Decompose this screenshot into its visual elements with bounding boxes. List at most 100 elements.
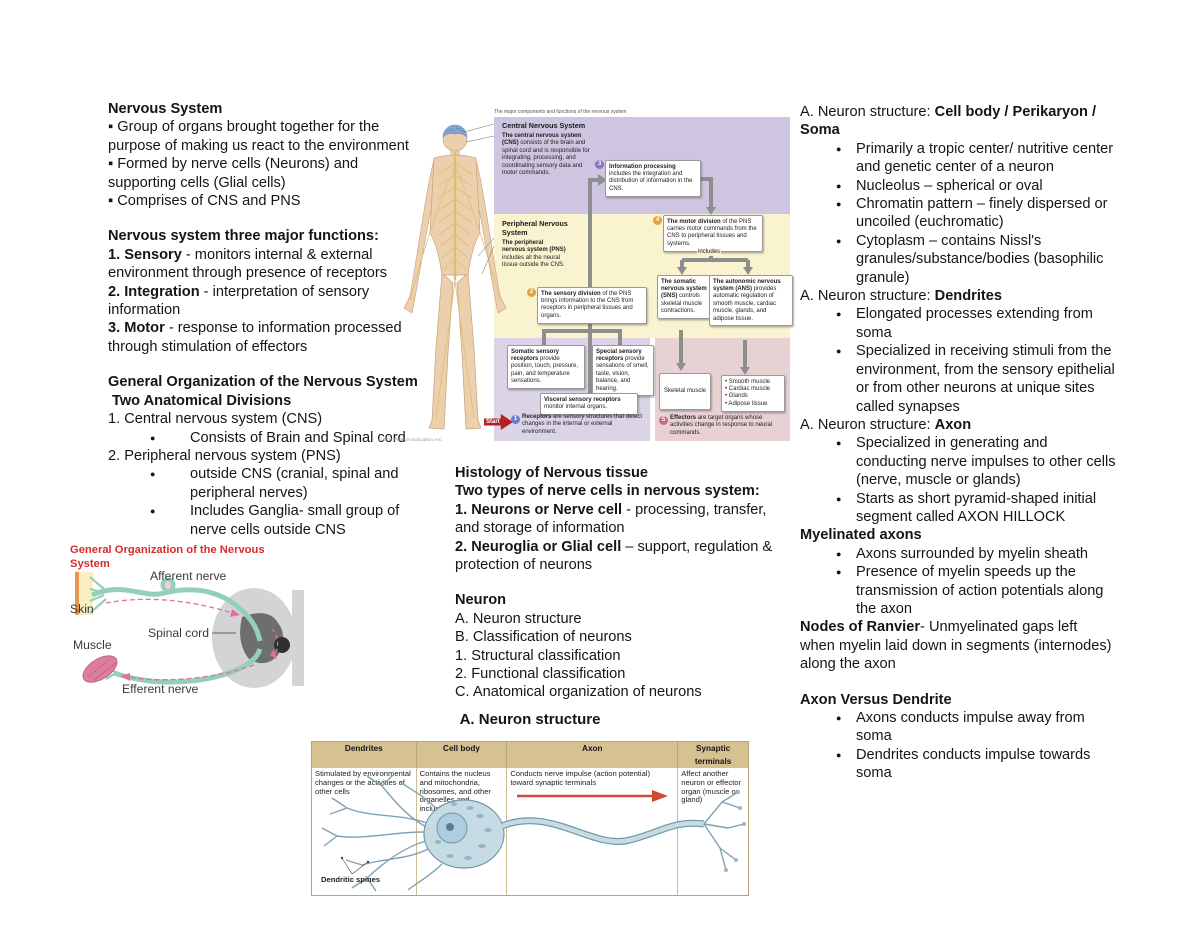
pns-bold: The peripheral nervous system (PNS) xyxy=(502,240,566,254)
step-circle-2: 2 xyxy=(527,288,536,297)
bullet-text: Elongated processes extending from soma xyxy=(856,306,1093,341)
heading-myelinated-axons: Myelinated axons xyxy=(800,527,922,544)
bullet-marker: ● xyxy=(836,199,842,210)
sensory-division-box: The sensory division of the PNS brings i… xyxy=(537,287,647,324)
motor-division-box: The motor division of the PNS carries mo… xyxy=(663,215,763,252)
bullet-item: ●Starts as short pyramid-shaped initial … xyxy=(800,490,1116,527)
box-text: controls skeletal muscle contractions. xyxy=(661,293,703,315)
heading-prefix: A. Neuron structure: xyxy=(800,416,935,433)
box-text: provides automatic regulation of smooth … xyxy=(713,285,777,322)
function-text: - monitors internal & external environme… xyxy=(108,246,388,282)
effector-item: • Cardiac muscle xyxy=(725,385,771,392)
bullet-item: ●Nucleolus – spherical or oval xyxy=(800,177,1116,195)
bullet-text: Chromatin pattern – finely dispersed or … xyxy=(856,196,1108,231)
outline-item: C. Anatomical organization of neurons xyxy=(455,684,702,701)
box-text: of the PNS carries motor commands from t… xyxy=(667,218,757,247)
bullet-marker: ● xyxy=(836,493,842,504)
bullet-marker: ● xyxy=(836,713,842,723)
bullet-text: Axons surrounded by myelin sheath xyxy=(856,545,1089,562)
effector-item: • Smooth muscle xyxy=(725,378,771,385)
bullet-marker: ● xyxy=(836,749,842,760)
org-diagram: General Organization of the Nervous Syst… xyxy=(64,543,304,701)
connector-arrows-and-body-figure xyxy=(403,123,753,430)
left-column: Nervous System ▪ Group of organs brought… xyxy=(108,100,420,539)
note-bold: Effectors xyxy=(670,415,697,421)
cell-type-item: 2. Neuroglia or Glial cell – support, re… xyxy=(455,538,777,575)
bullet-text: Specialized in receiving stimuli from th… xyxy=(856,343,1115,415)
cns-band-title: Central Nervous System xyxy=(502,121,586,130)
cell-type-label: 2. Neuroglia or Glial cell xyxy=(455,538,622,555)
bullet-item: ●Primarily a tropic center/ nutritive ce… xyxy=(800,140,1116,177)
box-text: of the PNS brings information to the CNS… xyxy=(541,290,634,319)
column-header-cell-body: Cell body xyxy=(417,742,508,768)
pns-band-text: The peripheral nervous system (PNS) incl… xyxy=(502,240,568,270)
cell-type-text: - processing, transfer, and storage of i… xyxy=(455,501,767,537)
bullet-text: outside CNS (cranial, spinal and periphe… xyxy=(190,466,399,501)
info-processing-box: Information processing includes the inte… xyxy=(605,160,701,197)
bullet-text: Axons conducts impulse away from soma xyxy=(856,710,1085,745)
heading-axon: A. Neuron structure: Axon xyxy=(800,416,1116,434)
cell-axon: Conducts nerve impulse (action potential… xyxy=(507,768,679,895)
label-spinal-cord: Spinal cord xyxy=(148,626,209,640)
receptors-note: Receptors are sensory structures that de… xyxy=(522,414,644,436)
bullet-item: ●Includes Ganglia- small group of nerve … xyxy=(108,502,420,539)
function-item: 3. Motor - response to information proce… xyxy=(108,319,420,356)
bullet-marker: ● xyxy=(150,432,156,443)
effectors-note: Effectors are target organs whose activi… xyxy=(670,415,780,437)
box-bold: The sensory division xyxy=(541,290,601,297)
outline-item: 1. Structural classification xyxy=(455,647,621,664)
right-column: A. Neuron structure: Cell body / Perikar… xyxy=(800,103,1116,783)
nervous-system-flowchart: The major components and functions of th… xyxy=(398,108,793,456)
bullet-text: Includes Ganglia- small group of nerve c… xyxy=(190,503,400,538)
cell-cell-body: Contains the nucleus and mitochondria, r… xyxy=(417,768,508,895)
heading-axon-versus-dendrite: Axon Versus Dendrite xyxy=(800,691,952,708)
bullet-item: ●Elongated processes extending from soma xyxy=(800,305,1116,342)
heading-general-organization: General Organization of the Nervous Syst… xyxy=(108,374,418,391)
box-bold: The somatic nervous system (SNS) xyxy=(661,278,707,300)
copyright-note: © 2011 Pearson Education, Inc. xyxy=(378,437,443,442)
box-bold: Special sensory receptors xyxy=(596,348,642,362)
cns-rest: consists of the brain and spinal cord an… xyxy=(502,140,590,177)
step-circle-4: 4 xyxy=(653,216,662,225)
bullet-item: ●Dendrites conducts impulse towards soma xyxy=(800,746,1116,783)
nerve-pathway-figure xyxy=(75,572,304,688)
function-label: 3. Motor xyxy=(108,320,165,337)
heading-neuron: Neuron xyxy=(455,592,507,609)
label-muscle: Muscle xyxy=(73,638,112,652)
bullet-marker: ● xyxy=(836,346,842,357)
heading-dendrites: A. Neuron structure: Dendrites xyxy=(800,287,1116,305)
box-bold: The motor division xyxy=(667,218,721,225)
pns-band-title: Peripheral Nervous System xyxy=(502,219,568,237)
somatic-ns-box: The somatic nervous system (SNS) control… xyxy=(657,275,711,320)
neuron-table-body: Stimulated by environmental changes or t… xyxy=(312,768,748,895)
label-skin: Skin xyxy=(70,602,94,616)
visceral-receptors-box: Visceral sensory receptors monitor inter… xyxy=(540,393,638,415)
heading-three-functions: Nervous system three major functions: xyxy=(108,228,379,245)
neuron-structure-title: A. Neuron structure xyxy=(459,711,601,728)
box-text: includes the integration and distributio… xyxy=(609,170,693,192)
heading-bold: Dendrites xyxy=(934,288,1002,305)
heading-nervous-system: Nervous System xyxy=(108,101,223,117)
effector-targets-box: • Smooth muscle • Cardiac muscle • Gland… xyxy=(721,375,785,412)
heading-cell-body: A. Neuron structure: Cell body / Perikar… xyxy=(800,103,1116,140)
heading-two-divisions: Two Anatomical Divisions xyxy=(112,392,292,409)
bullet-marker: ● xyxy=(836,235,842,246)
bullet-item: ●Specialized in generating and conductin… xyxy=(800,434,1116,489)
box-text: monitor internal organs. xyxy=(544,403,608,410)
function-label: 1. Sensory xyxy=(108,246,182,263)
bullet-item: ●Consists of Brain and Spinal cord xyxy=(108,429,420,447)
neuron-structure-section: A. Neuron structure Dendrites Cell body … xyxy=(311,711,749,896)
cell-type-label: 1. Neurons or Nerve cell xyxy=(455,501,623,518)
outline-item: 2. Functional classification xyxy=(455,666,626,683)
autonomic-ns-box: The autonomic nervous system (ANS) provi… xyxy=(709,275,793,327)
box-bold: Information processing xyxy=(609,163,676,170)
bullet-item: ●Axons surrounded by myelin sheath xyxy=(800,545,1116,563)
heading-two-types: Two types of nerve cells in nervous syst… xyxy=(455,483,760,500)
column-header-dendrites: Dendrites xyxy=(312,742,417,768)
note-bold: Nodes of Ranvier xyxy=(800,619,921,636)
cell-type-text: – support, regulation & protection of ne… xyxy=(455,538,773,574)
bullet-marker: ● xyxy=(150,469,156,480)
box-bold: Visceral sensory receptors xyxy=(544,396,621,403)
paragraph: ▪ Formed by nerve cells (Neurons) and su… xyxy=(108,156,359,191)
function-label: 2. Integration xyxy=(108,283,200,300)
